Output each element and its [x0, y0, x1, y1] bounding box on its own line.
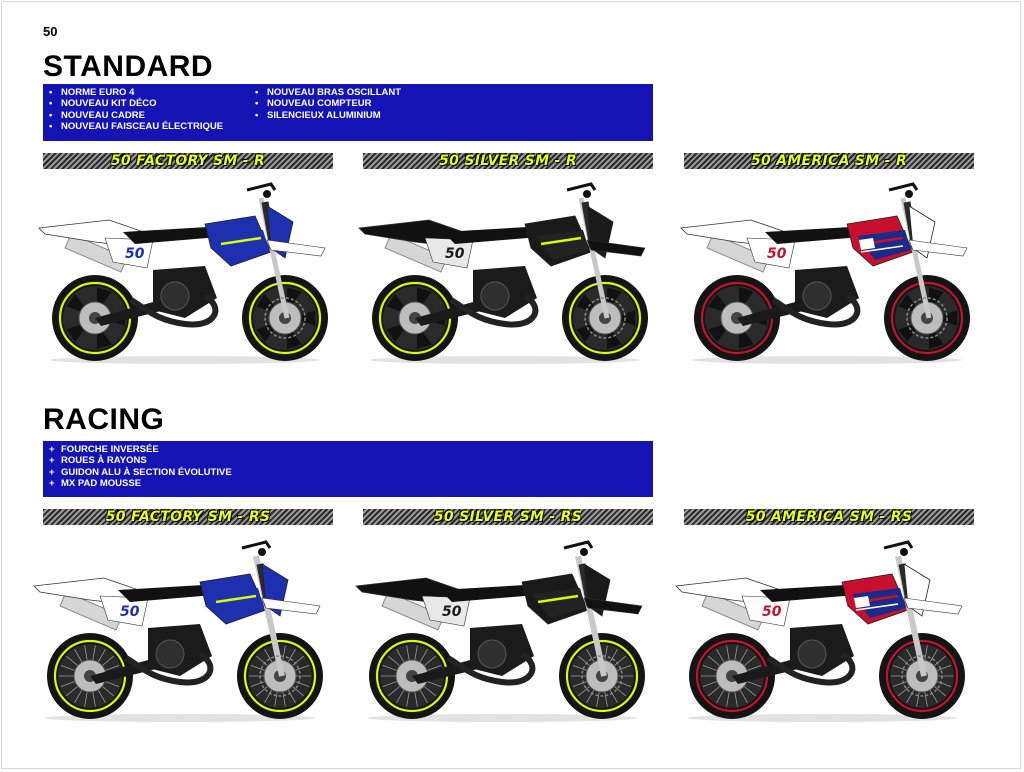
- svg-text:50: 50: [762, 604, 782, 620]
- model-band: 50 FACTORY SM - R: [43, 153, 333, 169]
- model-name: 50 AMERICA SM - RS: [745, 509, 913, 525]
- feature-item: •NOUVEAU CADRE: [49, 109, 145, 121]
- feature-item: •NORME EURO 4: [49, 87, 135, 98]
- model-band: 50 SILVER SM - R: [363, 153, 653, 169]
- feature-item: +ROUES À RAYONS: [49, 455, 147, 467]
- section-title-standard: STANDARD: [43, 50, 214, 83]
- feature-list-right: •NOUVEAU BRAS OSCILLANT •NOUVEAU COMPTEU…: [255, 87, 461, 133]
- feature-item: •NOUVEAU BRAS OSCILLANT: [255, 87, 402, 98]
- model-name: 50 FACTORY SM - R: [110, 153, 266, 169]
- model-name: 50 FACTORY SM - RS: [105, 509, 271, 525]
- motorcycle-image: 50: [35, 178, 335, 368]
- model-name: 50 SILVER SM - RS: [433, 509, 583, 525]
- model-name: 50 AMERICA SM - R: [750, 153, 908, 169]
- model-band: 50 FACTORY SM - RS: [43, 509, 333, 525]
- feature-list-left: +FOURCHE INVERSÉE +ROUES À RAYONS +GUIDO…: [49, 444, 449, 490]
- motorcycle-image: 50: [672, 536, 972, 726]
- feature-item: •NOUVEAU FAISCEAU ÉLECTRIQUE: [49, 121, 224, 133]
- motorcycle-image: 50: [677, 178, 977, 368]
- feature-item: •NOUVEAU KIT DÉCO: [49, 98, 157, 110]
- feature-item: •SILENCIEUX ALUMINIUM: [255, 109, 381, 121]
- svg-text:50: 50: [120, 604, 140, 620]
- motorcycle-image: 50: [30, 536, 330, 726]
- feature-item: +MX PAD MOUSSE: [49, 478, 142, 490]
- model-name: 50 SILVER SM - R: [439, 153, 577, 169]
- feature-item: +GUIDON ALU À SECTION ÉVOLUTIVE: [49, 466, 232, 478]
- model-band: 50 AMERICA SM - RS: [684, 509, 974, 525]
- motorcycle-image: 50: [355, 178, 655, 368]
- svg-text:50: 50: [442, 604, 462, 620]
- model-band: 50 SILVER SM - RS: [363, 509, 653, 525]
- section-title-racing: RACING: [43, 403, 165, 436]
- svg-text:50: 50: [445, 246, 465, 262]
- feature-item: +FOURCHE INVERSÉE: [49, 444, 159, 455]
- page-number: 50: [43, 24, 58, 39]
- svg-text:50: 50: [125, 246, 145, 262]
- model-band: 50 AMERICA SM - R: [684, 153, 974, 169]
- feature-list-left: •NORME EURO 4 •NOUVEAU KIT DÉCO •NOUVEAU…: [49, 87, 255, 133]
- feature-item: •NOUVEAU COMPTEUR: [255, 98, 372, 110]
- svg-text:50: 50: [767, 246, 787, 262]
- motorcycle-image: 50: [352, 536, 652, 726]
- feature-box-standard: •NORME EURO 4 •NOUVEAU KIT DÉCO •NOUVEAU…: [43, 84, 653, 141]
- feature-box-racing: +FOURCHE INVERSÉE +ROUES À RAYONS +GUIDO…: [43, 441, 653, 497]
